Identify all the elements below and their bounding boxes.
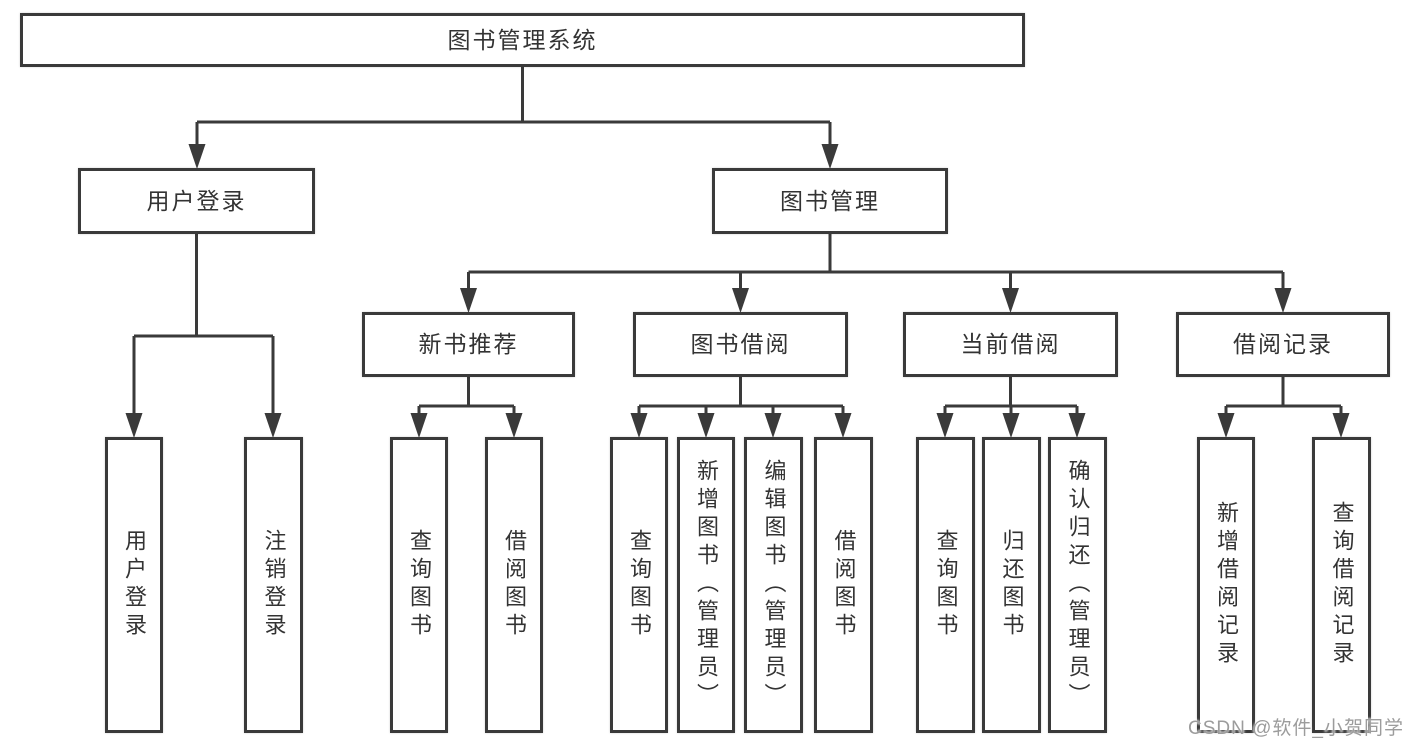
leaf-user-login: 用户登录 [105,437,163,733]
leaf-add-borrow-record: 新增借阅记录 [1197,437,1255,733]
leaf-edit-book-admin-label: 编辑图书（管理员） [761,459,787,711]
leaf-borrow-query-book-label: 查询图书 [627,529,652,641]
leaf-rec-query-book: 查询图书 [390,437,448,733]
node-borrow-records-label: 借阅记录 [1233,331,1333,357]
leaf-borrow-query-book: 查询图书 [610,437,668,733]
leaf-current-query-book: 查询图书 [916,437,975,733]
node-current-borrow-label: 当前借阅 [960,331,1061,357]
node-new-book-recommend-label: 新书推荐 [418,331,519,357]
node-user-login-label: 用户登录 [146,187,247,214]
node-library-system: 图书管理系统 [20,13,1025,67]
leaf-confirm-return-admin-label: 确认归还（管理员） [1065,459,1091,711]
node-book-management: 图书管理 [712,168,948,234]
leaf-query-borrow-record-label: 查询借阅记录 [1329,501,1355,669]
leaf-borrow-book-label: 借阅图书 [831,529,857,641]
leaf-return-book: 归还图书 [982,437,1041,733]
leaf-add-book-admin-label: 新增图书（管理员） [694,459,719,711]
leaf-query-borrow-record: 查询借阅记录 [1312,437,1371,733]
leaf-rec-query-book-label: 查询图书 [407,529,432,641]
node-borrow-records: 借阅记录 [1176,312,1390,377]
leaf-confirm-return-admin: 确认归还（管理员） [1048,437,1107,733]
node-book-borrow-label: 图书借阅 [690,331,791,357]
leaf-add-borrow-record-label: 新增借阅记录 [1214,501,1239,669]
node-library-system-label: 图书管理系统 [447,26,598,53]
arrowheads [125,144,1350,438]
node-book-borrow: 图书借阅 [633,312,848,377]
node-book-management-label: 图书管理 [780,187,880,214]
leaf-logout-label: 注销登录 [261,529,287,641]
node-new-book-recommend: 新书推荐 [362,312,575,377]
node-user-login: 用户登录 [78,168,315,234]
leaf-return-book-label: 归还图书 [999,529,1025,641]
leaf-logout: 注销登录 [244,437,303,733]
leaf-borrow-book: 借阅图书 [814,437,873,733]
leaf-user-login-label: 用户登录 [122,529,147,641]
leaf-add-book-admin: 新增图书（管理员） [677,437,735,733]
leaf-edit-book-admin: 编辑图书（管理员） [744,437,803,733]
connector-lines [132,67,1343,414]
node-current-borrow: 当前借阅 [903,312,1118,377]
leaf-rec-borrow-book: 借阅图书 [485,437,543,733]
leaf-rec-borrow-book-label: 借阅图书 [502,529,527,641]
csdn-watermark: CSDN @软件_小贺同学 [1188,718,1404,739]
leaf-current-query-book-label: 查询图书 [933,529,959,641]
